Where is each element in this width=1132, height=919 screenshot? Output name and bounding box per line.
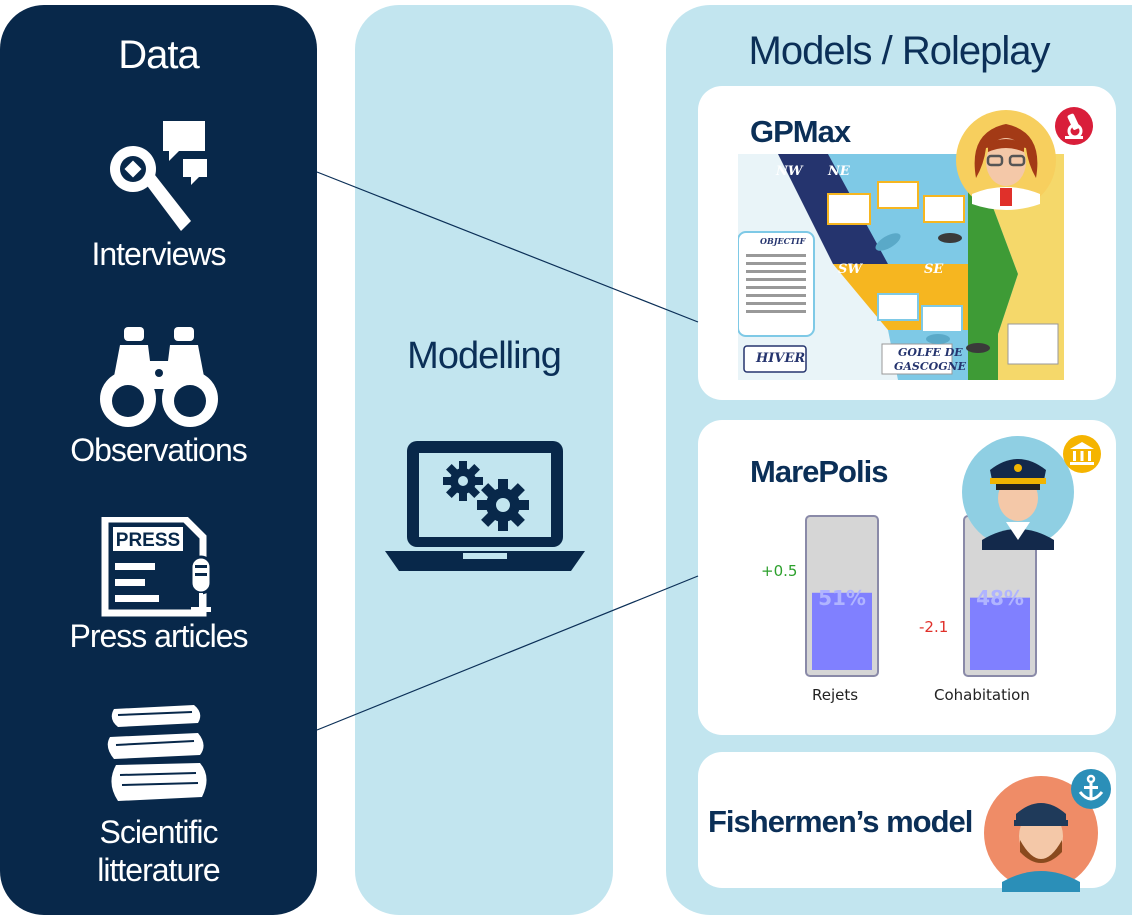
- anchor-icon: [1071, 769, 1111, 809]
- bar-0-fill: [812, 592, 872, 670]
- laptop-gears-icon: [385, 441, 585, 571]
- captain-avatar: [962, 436, 1074, 550]
- marepolis-bars: [805, 515, 1037, 677]
- literature-label-line1: Scientific: [99, 814, 218, 850]
- observations-label: Observations: [70, 432, 248, 468]
- data-item-interviews: Interviews: [0, 117, 317, 273]
- data-item-observations: Observations: [0, 327, 317, 469]
- models-panel-title: Models / Roleplay: [748, 29, 1051, 73]
- map-objective-title: OBJECTIF: [760, 236, 806, 246]
- svg-text:PRESS: PRESS: [115, 530, 179, 551]
- data-item-press: PRESS Press articles: [0, 517, 317, 655]
- modelling-title: Modelling: [407, 335, 562, 377]
- interviews-label: Interviews: [91, 236, 226, 272]
- map-region-line2: GASCOGNE: [894, 360, 967, 373]
- fisherman-avatar: [984, 776, 1098, 892]
- binoculars-icon: [99, 327, 218, 427]
- bar-cohabitation-delta: -2.1: [919, 618, 949, 636]
- data-panel: Data Interviews: [0, 5, 317, 915]
- bar-rejets-label: Rejets: [812, 686, 859, 704]
- modelling-panel: Modelling: [355, 5, 613, 915]
- institution-icon: [1063, 435, 1101, 473]
- microscope-icon: [1055, 107, 1093, 145]
- marepolis-title: MarePolis: [750, 454, 888, 489]
- map-quadrant-ne: NE: [828, 164, 850, 179]
- map-quadrant-nw: NW: [776, 164, 803, 179]
- gpmax-card: GPMax NW NE SW SE OBJECTIF HIVER: [698, 86, 1116, 400]
- bar-1-fill: [970, 597, 1030, 670]
- gpmax-title: GPMax: [750, 114, 851, 149]
- fishermen-card: Fishermen’s model: [698, 752, 1116, 892]
- map-region-line1: GOLFE DE: [898, 346, 963, 359]
- marepolis-card: MarePolis +0.5 -2.1 51% 48% Rejets Cohab…: [698, 420, 1116, 735]
- press-article-icon: PRESS: [101, 517, 212, 617]
- literature-label-line2: litterature: [97, 852, 220, 888]
- press-articles-label: Press articles: [69, 618, 248, 654]
- bar-rejets-delta: +0.5: [761, 562, 798, 580]
- data-panel-title: Data: [118, 33, 200, 77]
- data-item-literature: Scientific litterature: [0, 701, 317, 889]
- map-quadrant-se: SE: [924, 262, 944, 277]
- fishermen-title: Fishermen’s model: [708, 804, 973, 839]
- microphone-chat-icon: [109, 121, 207, 231]
- bar-cohabitation-percent: 48%: [976, 586, 1024, 610]
- books-icon: [107, 705, 207, 801]
- scientist-avatar: [956, 110, 1056, 210]
- bar-rejets-percent: 51%: [818, 586, 866, 610]
- bar-cohabitation-label: Cohabitation: [934, 686, 1030, 704]
- map-quadrant-sw: SW: [838, 262, 862, 277]
- map-season: HIVER: [756, 351, 806, 366]
